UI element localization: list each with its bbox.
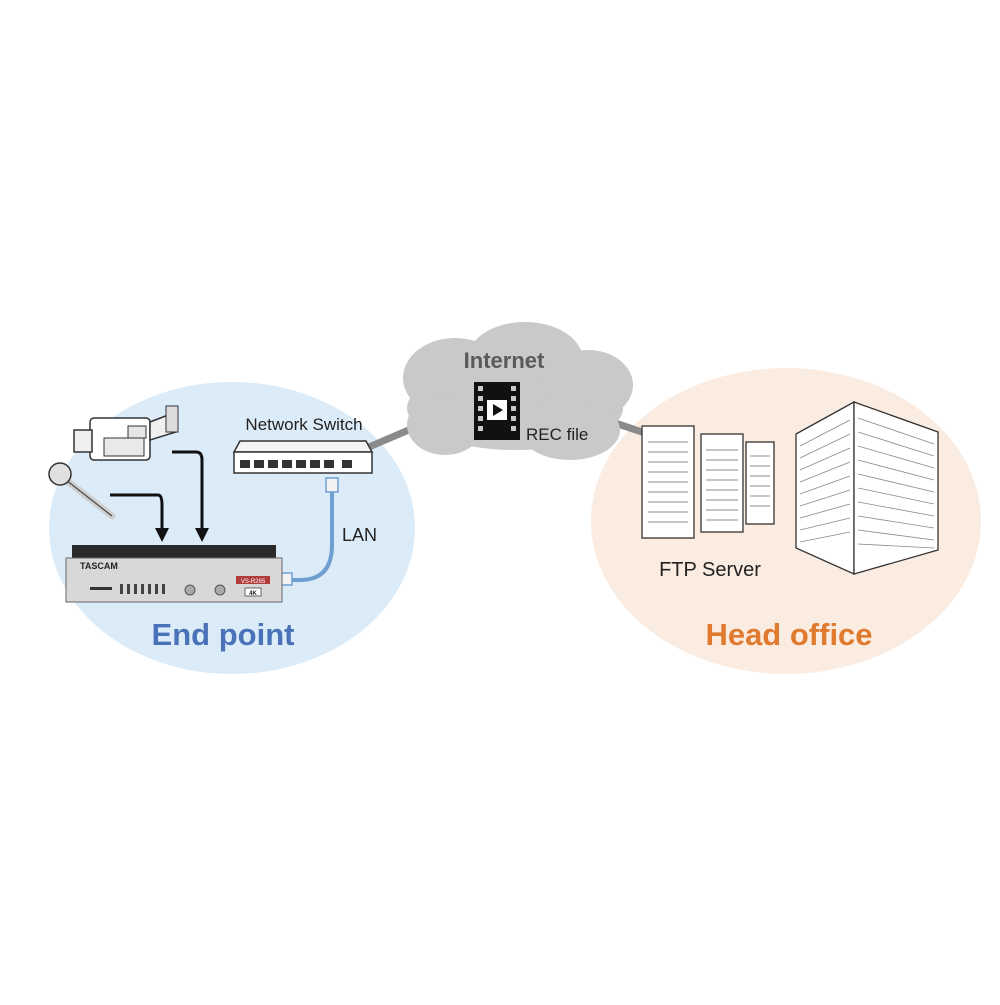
camera-arrowhead bbox=[195, 528, 209, 542]
rec-file-label: REC file bbox=[526, 425, 588, 444]
internet-label: Internet bbox=[464, 348, 545, 373]
recorder-brand: TASCAM bbox=[80, 561, 118, 571]
recorder-device: TASCAM VS-R265 4K bbox=[65, 545, 283, 603]
video-camera-icon bbox=[73, 405, 179, 461]
end-point-label: End point bbox=[152, 617, 295, 652]
head-office-label: Head office bbox=[705, 617, 872, 652]
network-switch-icon bbox=[232, 440, 374, 474]
recorder-badge: 4K bbox=[249, 591, 257, 597]
ftp-server-label: FTP Server bbox=[659, 559, 761, 581]
camera-arrow bbox=[172, 450, 204, 530]
play-icon bbox=[493, 404, 503, 416]
microphone-arrowhead bbox=[155, 528, 169, 542]
server-rack-icon bbox=[641, 425, 775, 539]
microphone-icon bbox=[48, 462, 116, 520]
office-building-icon bbox=[795, 400, 939, 576]
microphone-arrow bbox=[110, 493, 164, 530]
recorder-model: VS-R265 bbox=[241, 579, 266, 585]
lan-cable bbox=[290, 488, 334, 582]
lan-label: LAN bbox=[342, 525, 377, 545]
network-switch-label: Network Switch bbox=[245, 415, 362, 434]
film-strip-icon bbox=[474, 382, 520, 440]
